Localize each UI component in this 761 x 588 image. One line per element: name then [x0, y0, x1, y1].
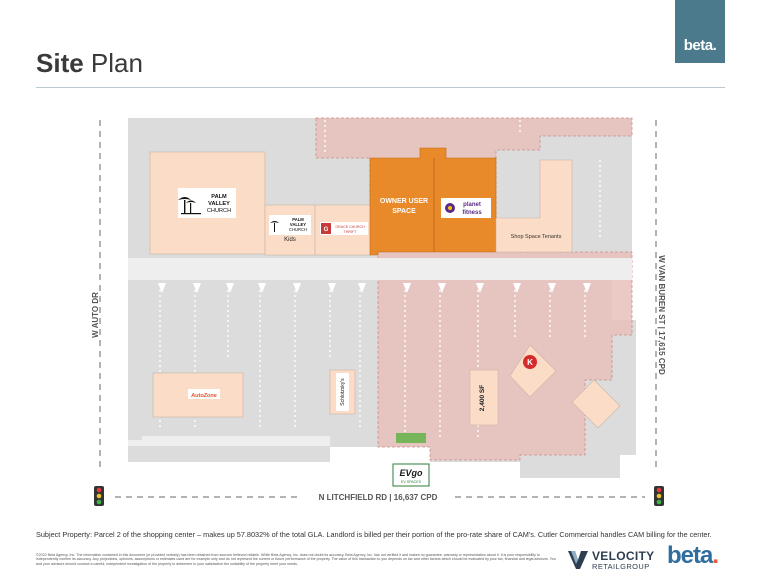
- pf-line2: fitness: [462, 210, 482, 216]
- circle-k-building: [509, 344, 557, 398]
- page-title-bold: Site: [36, 48, 84, 78]
- schlotzskys-label: Schlotzsky's: [340, 378, 346, 406]
- parking-islands: [158, 283, 591, 293]
- evgo-spaces: [396, 433, 426, 443]
- beta-word: beta: [667, 542, 713, 569]
- circle-k-icon: [523, 355, 537, 369]
- brand-tab-label: beta.: [683, 37, 717, 54]
- pad-2400-building: [469, 369, 499, 426]
- traffic-light-icon: [94, 486, 104, 506]
- evgo-sub-label: EV SPACES: [401, 480, 422, 484]
- pf-line1: planet: [463, 202, 481, 208]
- velocity-name: VELOCITY: [592, 549, 655, 563]
- road-label-east: W VAN BUREN ST | 17,615 CPD: [657, 255, 666, 375]
- evgo-sign: [392, 463, 430, 487]
- evgo-label: EVgo: [399, 468, 423, 478]
- drive-aisles: [128, 258, 632, 446]
- road-lines: [99, 120, 657, 498]
- beta-logo: beta.: [667, 542, 719, 570]
- pvk-line1: PALM: [292, 217, 304, 222]
- subject-property-note: Subject Property: Parcel 2 of the shoppi…: [36, 530, 712, 539]
- grace-thrift-logo: G GRACE CHURCH THRIFT: [320, 222, 368, 235]
- pvk-line2: VALLEY: [290, 222, 306, 227]
- velocity-retail-group-logo: VELOCITY RETAILGROUP: [567, 546, 662, 572]
- palm-valley-kids-logo: PALM VALLEY CHURCH Kids: [269, 215, 311, 243]
- legal-disclaimer: ©2022 Beta Agency, Inc. The information …: [36, 553, 556, 566]
- circle-k-label: K: [527, 358, 533, 367]
- pvc-line3: CHURCH: [207, 208, 231, 214]
- title-divider: [36, 87, 725, 88]
- owner-user-line1: OWNER USER: [380, 198, 428, 205]
- lot-edge-left: [128, 280, 142, 440]
- velocity-mark-icon: [568, 551, 588, 569]
- grace-line2: THRIFT: [344, 230, 358, 234]
- planet-fitness-logo: planet fitness: [441, 198, 491, 218]
- pvk-line3: CHURCH: [289, 227, 307, 232]
- owner-user-space: [369, 147, 497, 256]
- page-title: Site Plan: [36, 48, 143, 79]
- autozone-label: AutoZone: [190, 393, 217, 399]
- owner-user-line2: SPACE: [392, 208, 416, 215]
- palm-valley-church-logo: PALM VALLEY CHURCH: [178, 188, 236, 218]
- pvc-line1: PALM: [211, 194, 227, 200]
- page-title-light: Plan: [90, 48, 143, 78]
- gas-canopy: [571, 379, 621, 429]
- road-label-west: W AUTO DR: [91, 292, 100, 338]
- pvc-line2: VALLEY: [208, 201, 230, 207]
- shop-space-building: [495, 159, 573, 253]
- palm-tree-icon: [270, 221, 279, 232]
- pvk-line4: Kids: [284, 237, 296, 243]
- road-label-south: N LITCHFIELD RD | 16,637 CPD: [319, 493, 438, 502]
- brand-tab: beta.: [675, 0, 725, 63]
- pad-2400-label: 2,400 SF: [479, 385, 486, 411]
- svg-text:G: G: [324, 227, 329, 233]
- palm-tree-icon: [178, 197, 201, 215]
- beta-dot: .: [712, 542, 719, 569]
- traffic-light-icon: [654, 486, 664, 506]
- shop-space-label: Shop Space Tenants: [511, 234, 562, 240]
- velocity-sub: RETAILGROUP: [592, 562, 650, 571]
- grace-line1: GRACE CHURCH: [335, 225, 365, 229]
